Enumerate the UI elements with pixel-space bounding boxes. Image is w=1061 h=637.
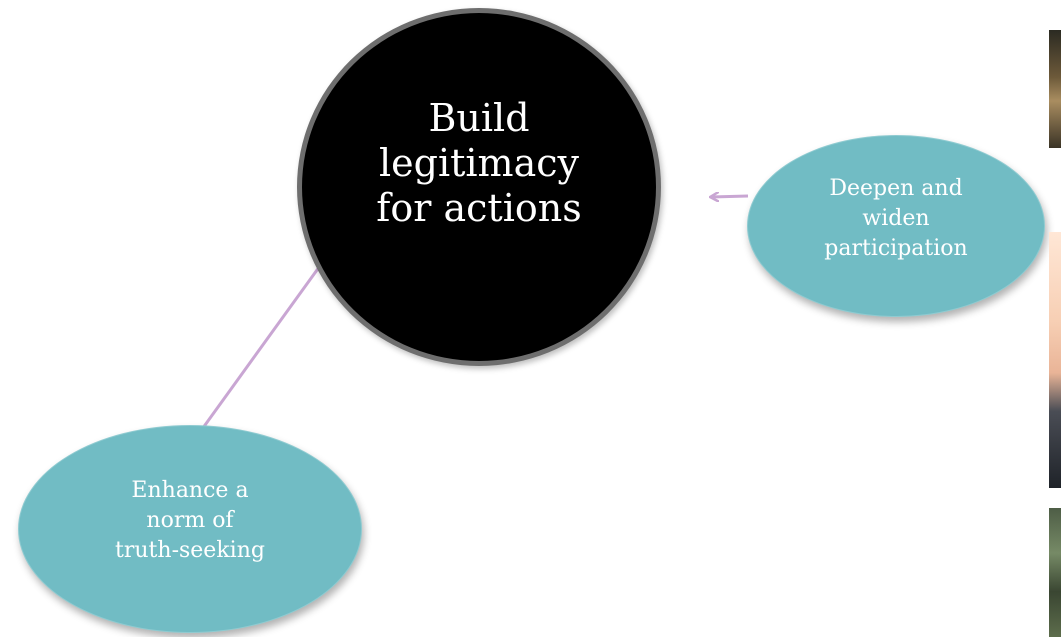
participation-node: Deepen and widen participation	[747, 135, 1045, 317]
participation-node-label: Deepen and widen participation	[824, 176, 968, 261]
edge-photo-middle	[1049, 232, 1061, 488]
connector-participation-to-main	[711, 196, 749, 197]
connector-truth-seeking-to-main	[198, 252, 330, 433]
truth-seeking-node: Enhance a norm of truth-seeking	[18, 425, 362, 633]
edge-photo-bottom	[1049, 508, 1061, 637]
main-node: Build legitimacy for actions	[297, 8, 661, 366]
truth-seeking-node-label: Enhance a norm of truth-seeking	[115, 478, 265, 563]
main-node-label: Build legitimacy for actions	[376, 95, 582, 230]
edge-photo-top	[1049, 30, 1061, 148]
